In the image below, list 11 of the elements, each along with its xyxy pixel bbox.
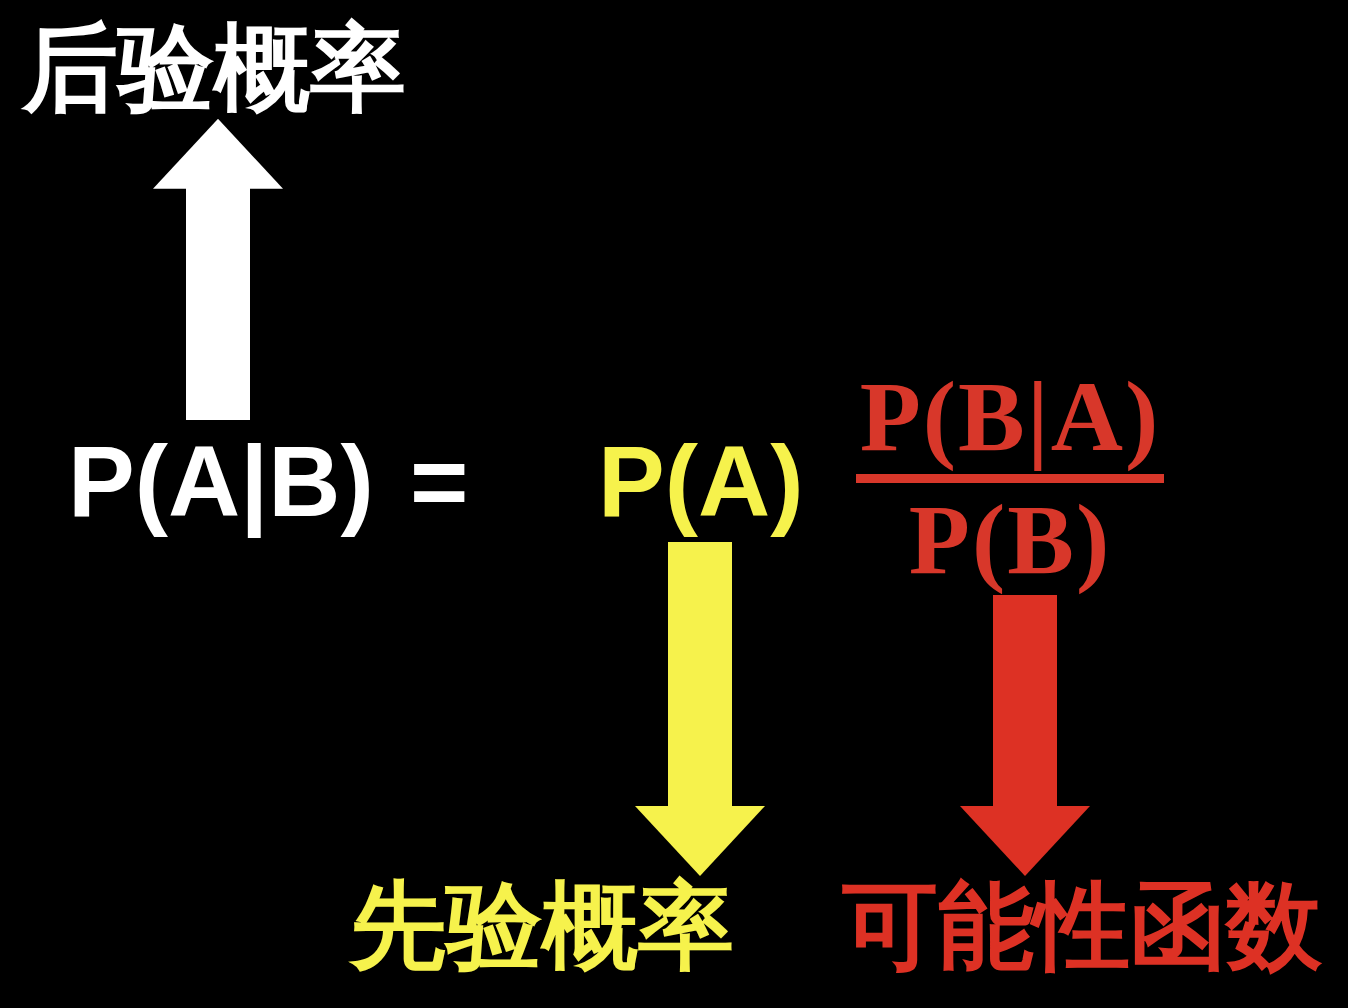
numerator-text: P(B|A) <box>859 362 1161 472</box>
arrow <box>960 595 1090 876</box>
denominator-text: P(B) <box>908 485 1112 595</box>
arrow <box>635 542 765 876</box>
arrow <box>153 118 283 420</box>
term-label: 先验概率 <box>350 876 734 977</box>
term-label: 后验概率 <box>22 18 406 119</box>
formula-term: P(A|B) <box>68 420 374 542</box>
term-label: 可能性函数 <box>842 876 1322 977</box>
equals-sign: = <box>410 424 469 539</box>
formula-term: P(A) <box>598 420 804 542</box>
